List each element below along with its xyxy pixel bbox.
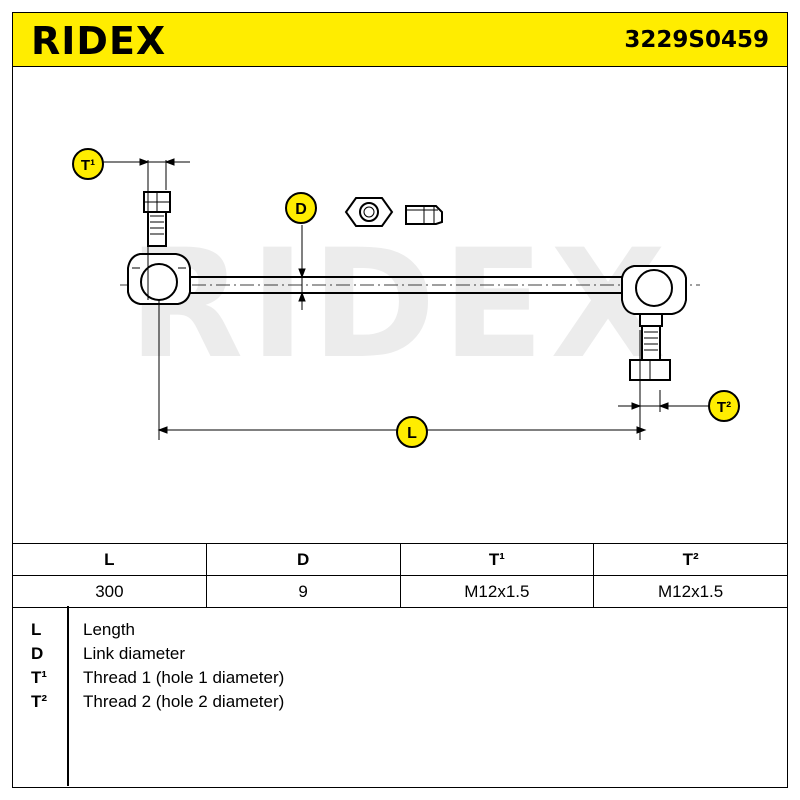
spec-value-t2: M12x1.5 <box>593 575 788 608</box>
left-ball-joint <box>127 191 191 305</box>
watermark-logo: RIDEX <box>128 218 672 392</box>
legend-item: L Length <box>13 620 789 644</box>
hex-nut-side-icon <box>405 205 443 225</box>
brand-logo: RIDEX <box>31 19 167 63</box>
drawing-frame <box>12 66 788 544</box>
legend-item: T¹ Thread 1 (hole 1 diameter) <box>13 668 789 692</box>
legend-item: D Link diameter <box>13 644 789 668</box>
spec-header-t1: T¹ <box>399 543 595 576</box>
legend-divider <box>67 606 69 786</box>
legend-symbol: L <box>31 620 42 639</box>
callout-t1: T¹ <box>72 148 104 180</box>
callout-d: D <box>285 192 317 224</box>
legend-description: Link diameter <box>83 644 186 663</box>
spec-value-t1: M12x1.5 <box>399 575 595 608</box>
stabilizer-link-rod <box>188 276 625 294</box>
header-bar: RIDEX 3229S0459 <box>12 12 788 67</box>
legend-description: Thread 2 (hole 2 diameter) <box>83 692 285 711</box>
spec-header-t2: T² <box>593 543 788 576</box>
svg-text:L: L <box>407 425 417 442</box>
legend-symbol: T² <box>31 692 48 711</box>
legend-description: Thread 1 (hole 1 diameter) <box>83 668 285 687</box>
spec-value-l: 300 <box>12 575 207 608</box>
svg-text:T¹: T¹ <box>81 157 95 174</box>
legend-description: Length <box>83 620 135 639</box>
part-number: 3229S0459 <box>624 27 769 53</box>
callout-l: L <box>396 416 428 448</box>
legend-box: L Length D Link diameter T¹ Thread 1 (ho… <box>12 606 788 788</box>
spec-header-row: L D T¹ T² <box>12 543 788 576</box>
spec-header-d: D <box>205 543 401 576</box>
legend-item: T² Thread 2 (hole 2 diameter) <box>13 692 789 716</box>
svg-text:T²: T² <box>717 399 731 416</box>
right-ball-joint <box>621 265 687 381</box>
callout-t2: T² <box>708 390 740 422</box>
legend-symbol: T¹ <box>31 668 48 687</box>
legend-symbol: D <box>31 644 44 663</box>
spec-table: L D T¹ T² 300 9 M12x1.5 M12x1.5 <box>12 543 788 608</box>
hex-nut-front-icon <box>344 197 394 227</box>
spec-value-row: 300 9 M12x1.5 M12x1.5 <box>12 575 788 608</box>
svg-text:D: D <box>295 201 307 218</box>
spec-header-l: L <box>12 543 207 576</box>
spec-value-d: 9 <box>205 575 401 608</box>
